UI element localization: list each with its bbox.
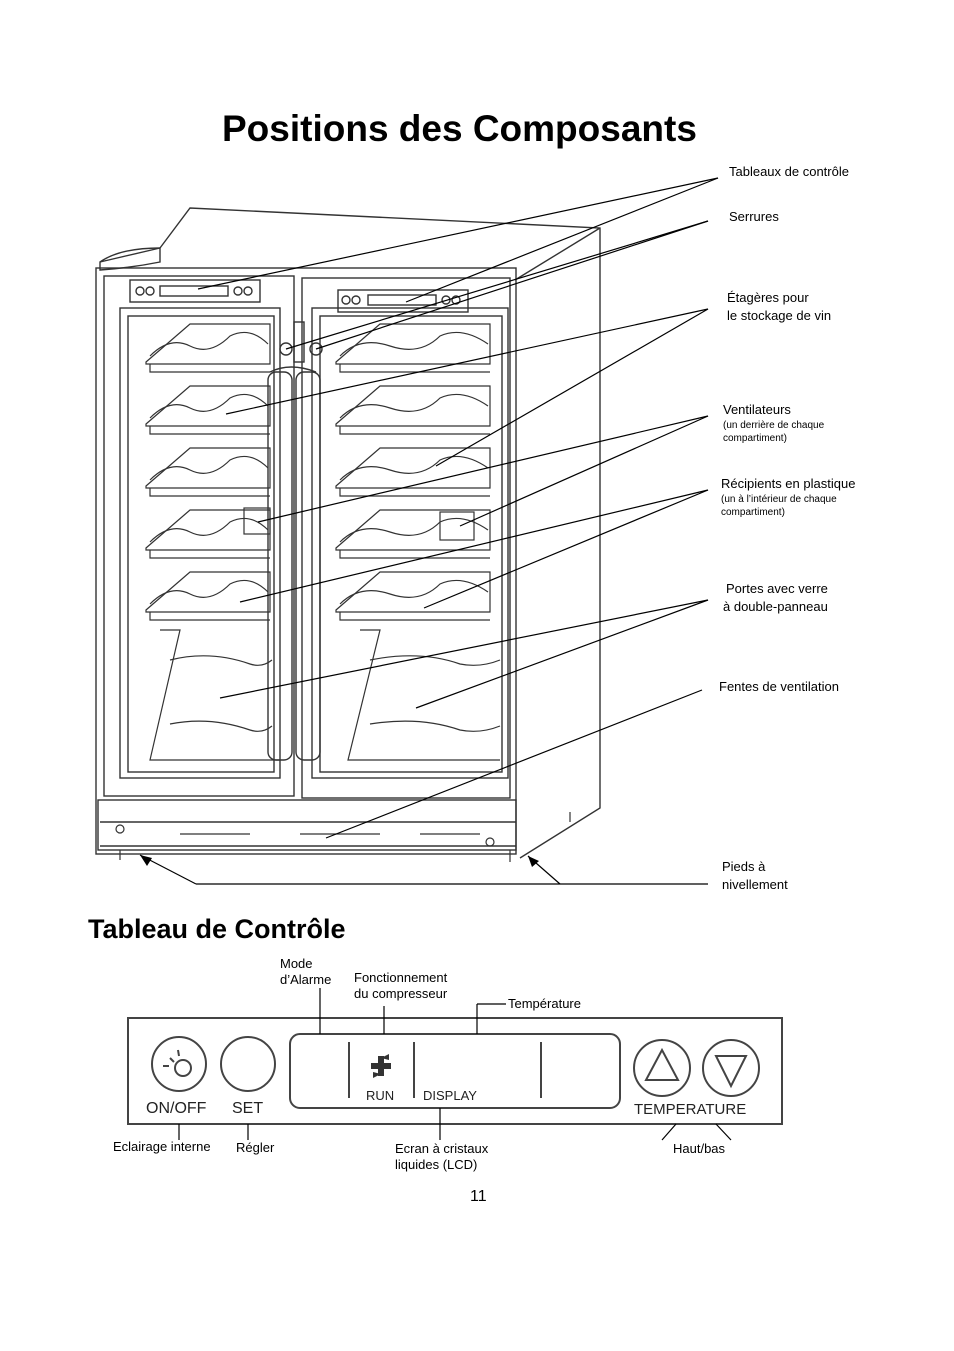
temperature-indicator-label: Température [508,996,581,1011]
temperature-button-label: TEMPERATURE [634,1101,746,1118]
display-label: DISPLAY [423,1088,477,1103]
callout-shelves: Étagères pour le stockage de vin [727,289,831,325]
compressor-label: Fonctionnement du compresseur [354,970,447,1002]
adjust-label: Régler [236,1140,275,1155]
callout-feet-line1: Pieds à [722,859,766,874]
updown-label: Haut/bas [673,1141,726,1156]
page-title: Positions des Composants [222,108,697,149]
callout-locks: Serrures [729,209,779,224]
alarm-mode-label: Mode d’Alarme [280,956,331,988]
set-label: SET [232,1100,263,1117]
callout-shelves-line2: le stockage de vin [727,308,832,323]
callout-fans-note2: compartiment) [723,433,787,444]
callout-fans-label: Ventilateurs [723,402,791,417]
callout-feet: Pieds à nivellement [722,858,788,894]
callout-containers-note1: (un à l’intérieur de chaque [721,494,837,505]
temp-up-button-icon [633,1039,691,1097]
callout-fans-note1: (un derrière de chaque [723,420,825,431]
callout-containers: Récipients en plastique (un à l’intérieu… [721,475,855,519]
callout-doors-line2: à double-panneau [723,599,828,614]
callout-doors: Portes avec verre à double-panneau [723,580,828,616]
callout-containers-label: Récipients en plastique [721,476,856,491]
light-label: Eclairage interne [113,1139,211,1154]
callout-doors-line1: Portes avec verre [726,581,828,596]
down-triangle-icon [714,1055,748,1089]
run-label: RUN [366,1088,394,1103]
callout-feet-line2: nivellement [722,877,788,892]
lcd-line1: Ecran à cristaux [395,1141,489,1156]
callout-vents: Fentes de ventilation [719,679,839,694]
onoff-label: ON/OFF [146,1100,207,1117]
lcd-screen [289,1033,621,1109]
callout-fans: Ventilateurs (un derrière de chaque comp… [723,401,824,445]
set-button-icon [220,1036,276,1092]
compressor-line1: Fonctionnement [354,970,448,985]
section-title: Tableau de Contrôle [88,914,346,944]
callout-control-panels: Tableaux de contrôle [729,164,849,179]
light-button-icon [151,1036,207,1092]
control-panel-outline [127,1017,783,1125]
lcd-label: Ecran à cristaux liquides (LCD) [395,1141,488,1173]
temp-down-button-icon [702,1039,760,1097]
page-number: 11 [470,1188,487,1205]
alarm-mode-line1: Mode [280,956,313,971]
up-triangle-icon [644,1047,680,1081]
fan-icon [371,1054,391,1078]
compressor-line2: du compresseur [354,986,448,1001]
lcd-line2: liquides (LCD) [395,1157,478,1172]
callout-containers-note2: compartiment) [721,507,785,518]
callout-shelves-line1: Étagères pour [727,290,809,305]
alarm-mode-line2: d’Alarme [280,972,332,987]
